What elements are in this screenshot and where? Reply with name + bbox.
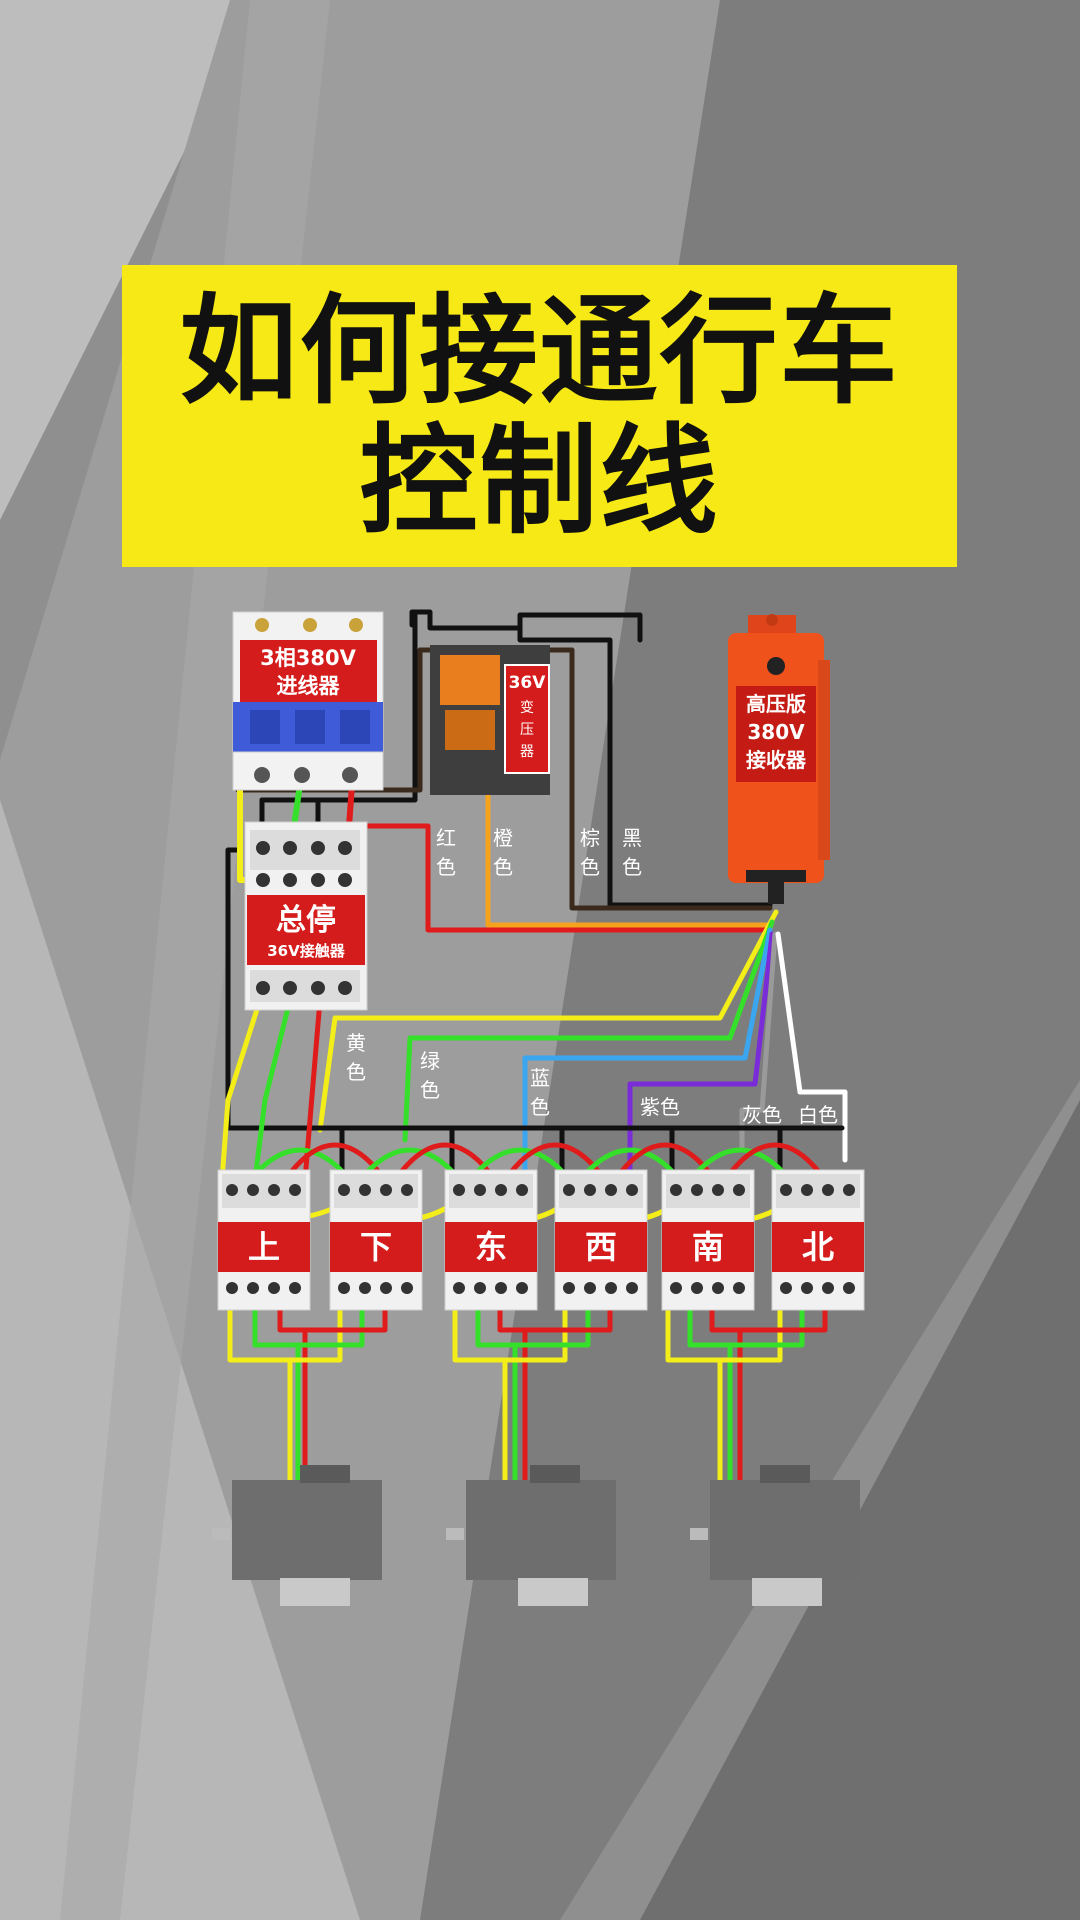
transformer-label-4: 器 xyxy=(520,744,534,760)
receiver-label-1: 高压版 xyxy=(746,692,806,716)
wire-label-blue-2: 色 xyxy=(530,1095,550,1119)
wire-green xyxy=(402,919,775,1143)
motor-leads xyxy=(227,1307,828,1513)
wire-blue xyxy=(522,927,773,1178)
wire-label-orange-2: 色 xyxy=(493,855,513,879)
main-contactor: 总停 36V接触器 xyxy=(244,821,368,1011)
direction-label: 西 xyxy=(585,1228,617,1266)
motors xyxy=(212,1465,860,1606)
wire-purple xyxy=(627,931,775,1178)
motor-2 xyxy=(446,1465,616,1606)
direction-label: 南 xyxy=(692,1228,724,1266)
direction-contactor: 东 xyxy=(444,1169,538,1311)
direction-contactor: 上 xyxy=(217,1169,311,1311)
main-contactor-label-1: 总停 xyxy=(276,903,336,938)
breaker-label-2: 进线器 xyxy=(277,674,341,698)
title-line-1: 如何接通行车 xyxy=(179,282,900,420)
wire-label-yellow-2: 色 xyxy=(346,1060,366,1084)
wire-label-black-2: 色 xyxy=(622,855,642,879)
breaker: 3相380V 进线器 xyxy=(232,611,384,791)
wire-label-brown-1: 棕 xyxy=(580,826,600,850)
transformer-label-1: 36V xyxy=(509,673,547,693)
direction-contactor: 西 xyxy=(554,1169,648,1311)
wire-label-orange-1: 橙 xyxy=(493,826,513,850)
wire-black xyxy=(259,609,773,908)
wire-label-yellow-1: 黄 xyxy=(346,1031,366,1055)
wire-label-white: 白色 xyxy=(798,1103,838,1127)
wire-label-green-1: 绿 xyxy=(420,1049,440,1073)
receiver-label-3: 接收器 xyxy=(746,748,807,772)
transformer: 36V 变 压 器 xyxy=(430,645,550,795)
direction-contactor: 北 xyxy=(771,1169,865,1311)
wire-label-purple: 紫色 xyxy=(640,1095,680,1119)
wire-green-left xyxy=(252,997,293,1183)
wire-red-main xyxy=(352,823,773,933)
breaker-label-1: 3相380V xyxy=(260,646,356,670)
main-contactor-label-2: 36V接触器 xyxy=(267,942,345,960)
wire-label-black-1: 黑 xyxy=(622,826,642,850)
title-line-2: 控制线 xyxy=(359,412,720,550)
wire-label-green-2: 色 xyxy=(420,1078,440,1102)
wire-label-red-1: 红 xyxy=(436,826,456,850)
direction-contactors: 上下东西南北 xyxy=(217,1169,865,1311)
wire-label-red-2: 色 xyxy=(436,855,456,879)
transformer-label-2: 变 xyxy=(520,700,534,716)
direction-contactor: 南 xyxy=(661,1169,755,1311)
direction-label: 东 xyxy=(475,1228,507,1266)
receiver-label-2: 380V xyxy=(747,720,805,744)
direction-contactor: 下 xyxy=(329,1169,423,1311)
wire-black-top xyxy=(517,612,643,643)
wire-white xyxy=(775,931,848,1163)
transformer-label-3: 压 xyxy=(520,722,534,738)
motor-1 xyxy=(212,1465,382,1606)
wire-labels: 红 色 橙 色 棕 色 黑 色 黄 色 绿 色 蓝 色 紫色 灰色 白色 xyxy=(346,826,838,1127)
wire-label-brown-2: 色 xyxy=(580,855,600,879)
title-banner: 如何接通行车 控制线 xyxy=(122,265,957,567)
wire-black-loop xyxy=(409,609,428,628)
wire-yellow xyxy=(317,909,779,1133)
wire-label-gray: 灰色 xyxy=(742,1103,782,1127)
receiver: 高压版 380V 接收器 xyxy=(728,614,830,904)
direction-label: 下 xyxy=(360,1228,392,1266)
wire-black-bus xyxy=(225,847,845,1131)
motor-3 xyxy=(690,1465,860,1606)
direction-label: 上 xyxy=(248,1228,280,1266)
wire-label-blue-1: 蓝 xyxy=(530,1066,550,1090)
direction-label: 北 xyxy=(802,1228,834,1266)
wire-black-drops xyxy=(339,1125,783,1173)
